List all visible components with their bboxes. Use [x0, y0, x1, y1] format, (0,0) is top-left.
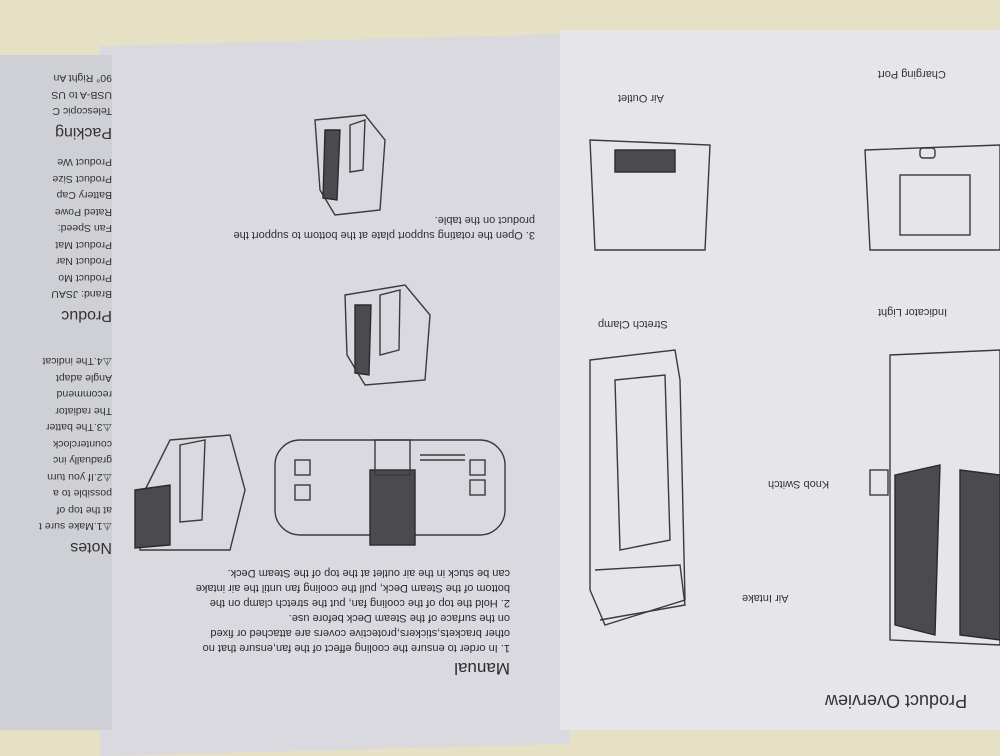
- note-line: ⚠4.The indicat: [42, 355, 112, 368]
- knob-switch-diagram: [869, 349, 1000, 646]
- manual-line: bottom of the Steam Deck, pull the cooli…: [195, 582, 510, 594]
- product-heading: Produc: [61, 307, 112, 324]
- notes-column: Notes ⚠1.Make sure t at the top of possi…: [0, 70, 112, 561]
- spec-line: Product Mat: [55, 239, 112, 251]
- note-line: possible to a: [53, 487, 112, 500]
- packing-line: USB-A to US: [51, 89, 112, 101]
- spec-line: Battery Cap: [56, 189, 112, 202]
- air-outlet-diagram: [589, 139, 711, 251]
- manual-line: 3. Open the rotating support plate at th…: [233, 229, 535, 241]
- notes-heading: Notes: [70, 539, 112, 556]
- note-line: counterclock: [53, 438, 112, 450]
- illustration-step2: [344, 284, 431, 386]
- packing-heading: Packing: [55, 124, 112, 141]
- manual-heading: Manual: [454, 659, 510, 678]
- note-line: ⚠3.The batter: [45, 421, 112, 434]
- note-line: Angle adapt: [55, 372, 112, 384]
- label-air-outlet: Air Outlet: [618, 92, 664, 104]
- packing-line: Telescopic C: [52, 105, 112, 118]
- spec-line: Product Nar: [55, 255, 112, 268]
- label-stretch-clamp: Stretch Clamp: [598, 318, 668, 330]
- label-indicator-light: Indicator Light: [878, 306, 948, 318]
- manual-section: Manual 1. In order to ensure the cooling…: [180, 565, 511, 678]
- stretch-clamp-diagram: [589, 349, 686, 626]
- note-line: ⚠1.Make sure t: [38, 520, 112, 533]
- spec-line: Fan Speed:: [57, 222, 112, 235]
- charging-port-diagram: [864, 144, 1000, 251]
- spec-line: Product Size: [52, 173, 112, 185]
- spec-line: Product Mo: [58, 272, 112, 284]
- spec-line: Brand: JSAU: [51, 288, 112, 301]
- manual-line: 1. In order to ensure the cooling effect…: [202, 642, 510, 654]
- note-line: ⚠2.If you turn: [47, 471, 112, 483]
- label-charging-port: Charging Port: [878, 68, 946, 80]
- note-line: recommend: [56, 388, 112, 401]
- manual-line: can be stuck in the air outlet at the to…: [227, 567, 511, 579]
- illustration-step3: [314, 114, 386, 216]
- note-line: at the top of: [56, 504, 112, 516]
- note-line: gradually inc: [53, 454, 112, 467]
- note-line: The radiator: [55, 405, 112, 417]
- spec-line: Rated Powe: [54, 206, 112, 218]
- label-air-intake: Air Intake: [742, 592, 789, 604]
- overview-heading: Product Overview: [825, 691, 968, 711]
- manual-line: on the surface of the Steam Deck before …: [288, 612, 510, 624]
- notes-page: [0, 55, 112, 730]
- manual-line: other brackets,stickers,protective cover…: [210, 627, 510, 639]
- illustration-deck-front: [274, 439, 506, 546]
- label-knob-switch: Knob Switch: [768, 478, 830, 490]
- illustration-side: [134, 434, 246, 551]
- packing-line: 90° Right An: [53, 72, 113, 85]
- spec-line: Product We: [57, 156, 112, 169]
- manual-line: 2. Hold the top of the cooling fan, put …: [209, 597, 510, 609]
